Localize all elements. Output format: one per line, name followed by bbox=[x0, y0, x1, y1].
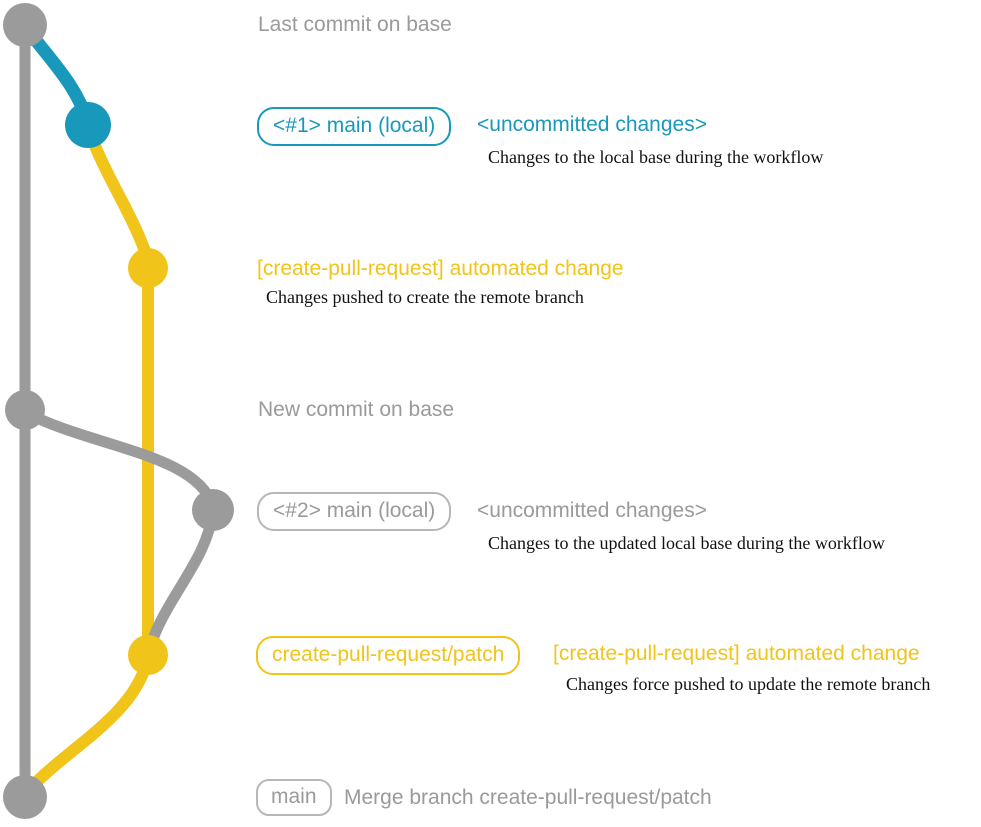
badge-main-local-1-label: <#1> main (local) bbox=[257, 107, 452, 146]
label-uncommitted-changes-2: <uncommitted changes> bbox=[477, 499, 707, 522]
badge-main-label: main bbox=[256, 779, 332, 816]
badge-create-pull-request-patch: create-pull-request/patch bbox=[256, 636, 521, 675]
commit-node-uncommitted-1 bbox=[65, 102, 111, 148]
label-merge-branch: Merge branch create-pull-request/patch bbox=[344, 786, 712, 809]
patch-branch-merge-curve bbox=[21, 651, 154, 798]
badge-main: main bbox=[256, 779, 332, 816]
label-new-commit-on-base: New commit on base bbox=[258, 398, 455, 421]
badge-main-local-2-label: <#2> main (local) bbox=[257, 492, 452, 531]
badge-main-local-1: <#1> main (local) bbox=[257, 107, 452, 146]
label-last-commit-on-base: Last commit on base bbox=[258, 13, 452, 36]
badge-main-local-2: <#2> main (local) bbox=[257, 492, 452, 531]
label-automated-change-2: [create-pull-request] automated change bbox=[553, 642, 920, 665]
commit-node-merge-commit bbox=[3, 775, 47, 819]
main-local-branch-line-2 bbox=[19, 406, 219, 512]
commit-node-new-commit-on-base bbox=[5, 390, 45, 430]
label-automated-change-1: [create-pull-request] automated change bbox=[257, 257, 624, 280]
caption-uncommitted-changes-1: Changes to the local base during the wor… bbox=[488, 147, 824, 167]
commit-node-last-commit-on-base bbox=[3, 3, 47, 47]
caption-uncommitted-changes-2: Changes to the updated local base during… bbox=[488, 533, 885, 553]
commit-node-uncommitted-2 bbox=[192, 489, 234, 531]
badge-create-pull-request-patch-label: create-pull-request/patch bbox=[256, 636, 521, 675]
main-local-rebase-curve bbox=[143, 506, 219, 656]
git-graph bbox=[3, 3, 234, 819]
caption-automated-change-1: Changes pushed to create the remote bran… bbox=[266, 287, 584, 307]
commit-node-automated-change-1 bbox=[128, 248, 168, 288]
label-uncommitted-changes-1: <uncommitted changes> bbox=[477, 113, 707, 136]
commit-node-automated-change-2 bbox=[128, 635, 168, 675]
caption-automated-change-2: Changes force pushed to update the remot… bbox=[566, 674, 931, 694]
